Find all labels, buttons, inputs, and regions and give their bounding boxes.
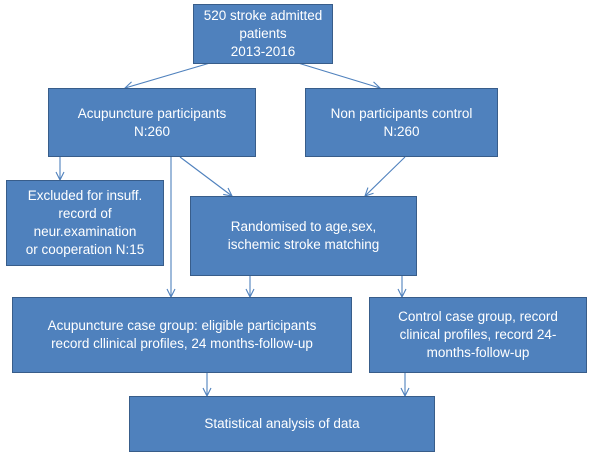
arrow-acupuncture-to-randomised: [179, 156, 232, 196]
arrow-nonparticipants-to-randomised: [365, 156, 406, 196]
node-statistical-analysis: Statistical analysis of data: [129, 396, 435, 452]
node-control-case-group: Control case group, record clinical prof…: [369, 297, 587, 373]
node-admitted-patients: 520 stroke admitted patients 2013-2016: [193, 4, 333, 64]
node-excluded: Excluded for insuff. record of neur.exam…: [6, 180, 164, 266]
node-acupuncture-participants: Acupuncture participants N:260: [48, 88, 256, 157]
arrow-admitted-to-acupuncture: [125, 62, 211, 88]
node-randomised: Randomised to age,sex, ischemic stroke m…: [190, 196, 417, 276]
node-non-participants-control: Non participants control N:260: [305, 88, 498, 157]
arrow-admitted-to-nonparticipants: [297, 62, 380, 88]
node-acupuncture-case-group: Acupuncture case group: eligible partici…: [12, 297, 352, 373]
